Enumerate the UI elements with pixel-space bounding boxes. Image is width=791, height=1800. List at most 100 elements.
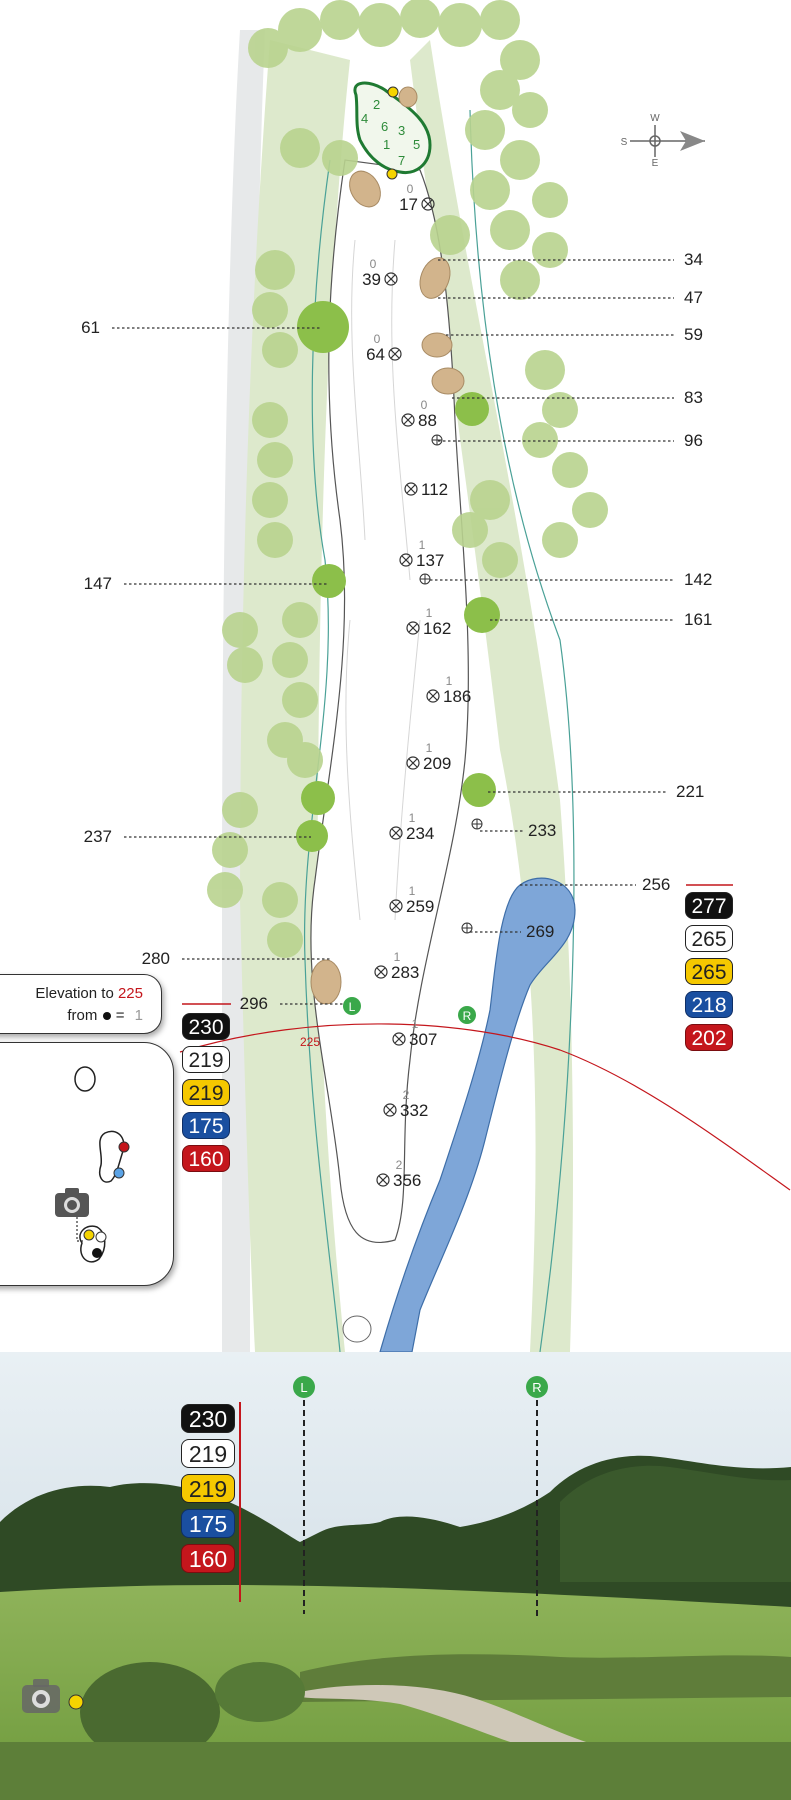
elevation-info-box: Elevation to 225 from = 1 — [0, 974, 162, 1034]
minimap-blue-tee — [113, 1167, 125, 1179]
green-number: 7 — [398, 153, 405, 168]
hole-map-canvas: 2 4 6 3 1 5 7 225 1703906408801121371162… — [81, 0, 791, 1352]
tree-cluster — [207, 0, 608, 958]
fairway-marker-distance: 64 — [366, 345, 385, 364]
fairway-marker-distance: 259 — [406, 897, 434, 916]
fairway-marker-distance: 39 — [362, 270, 381, 289]
tee-distance-white: 219 — [182, 1046, 230, 1073]
left-distance-callout: 147 — [84, 574, 328, 593]
crosshair-targets — [419, 434, 483, 934]
fairway-marker: 170 — [399, 182, 435, 214]
right-distance-label: 142 — [684, 570, 712, 589]
tee-distance-red: 202 — [685, 1024, 733, 1051]
elevation-line-1: Elevation to 225 — [35, 985, 143, 1002]
fairway-marker: 640 — [366, 332, 402, 364]
fairway-marker: 390 — [362, 257, 398, 289]
fairway-marker-elevation: 1 — [394, 950, 401, 964]
fairway-markers: 1703906408801121371162118612091234125912… — [362, 182, 471, 1190]
fairway-marker-elevation: 1 — [409, 811, 416, 825]
fairway — [310, 159, 469, 1244]
right-boundary-line — [469, 109, 575, 1352]
tee-distance-black: 230 — [181, 1404, 235, 1433]
right-distance-label: 221 — [676, 782, 704, 801]
left-distance-label: 280 — [142, 949, 170, 968]
minimap-fairway — [99, 1130, 125, 1183]
fairway-marker-elevation: 0 — [421, 398, 428, 412]
water-hazard — [379, 877, 576, 1352]
fairway-marker: 880 — [401, 398, 437, 430]
fairway-marker-distance: 162 — [423, 619, 451, 638]
right-distance-label: 83 — [684, 388, 703, 407]
tee-distance-red: 160 — [182, 1145, 230, 1172]
green-number: 6 — [381, 119, 388, 134]
right-distance-callout: 96 — [438, 431, 703, 450]
tee-distances-right: 277 265 265 218 202 — [685, 892, 733, 1051]
left-distance-label: 237 — [84, 827, 112, 846]
fairway-marker-distance: 356 — [393, 1171, 421, 1190]
tee-marker-left-label: L — [349, 1000, 356, 1014]
photo-camera-icon — [22, 1679, 60, 1713]
fairway-marker-elevation: 1 — [446, 674, 453, 688]
contour-lines — [345, 239, 421, 921]
fairway-marker-elevation: 2 — [396, 1158, 403, 1172]
black-dot-icon — [102, 1012, 111, 1021]
minimap-canvas — [55, 1066, 130, 1263]
minimap-green — [74, 1066, 96, 1092]
minimap-white-tee — [95, 1231, 107, 1243]
left-distance-callout: 237 — [84, 827, 311, 846]
fairway-marker-distance: 209 — [423, 754, 451, 773]
tee-distance-black: 277 — [685, 892, 733, 919]
right-distance-callout: 269 — [470, 922, 554, 941]
tee-distance-red: 160 — [181, 1544, 235, 1573]
right-distance-callout: 221 — [488, 782, 704, 801]
green-numbers: 2 4 6 3 1 5 7 — [361, 97, 420, 168]
right-distance-callout: 233 — [480, 821, 556, 840]
tee-distance-blue: 175 — [181, 1509, 235, 1538]
bunkers — [310, 86, 465, 1005]
green-number: 5 — [413, 137, 420, 152]
tee-distance-black: 230 — [182, 1013, 230, 1040]
photo-marker-left: L — [293, 1376, 315, 1398]
fairway-marker-elevation: 2 — [403, 1088, 410, 1102]
tee-view-photo: L R 230 219 219 175 160 — [0, 1352, 791, 1800]
tee-distance-blue: 218 — [685, 991, 733, 1018]
right-distance-label: 59 — [684, 325, 703, 344]
elevation-equals: = — [115, 1007, 125, 1024]
right-distance-label: 233 — [528, 821, 556, 840]
tee-distance-blue: 175 — [182, 1112, 230, 1139]
right-distance-callouts: 34 47 59 83 96 142 161 221 233 256 269 — [430, 250, 712, 941]
tee-distances-left: 230 219 219 175 160 — [182, 1013, 230, 1172]
fairway-marker-distance: 17 — [399, 195, 418, 214]
elevation-prefix: Elevation to — [35, 985, 114, 1002]
tee-marker-left: L — [343, 997, 361, 1015]
right-distance-callout: 256 — [520, 875, 670, 894]
elevation-value: 1 — [134, 1007, 143, 1024]
minimap-yellow-tee — [83, 1229, 95, 1241]
fairway-marker-elevation: 0 — [370, 257, 377, 271]
putting-green — [353, 81, 432, 175]
foreground-bush — [215, 1662, 305, 1722]
fairway-marker-elevation: 0 — [407, 182, 414, 196]
left-distance-callout: 280 — [142, 949, 330, 968]
compass-rose: W S E — [621, 113, 705, 169]
fairway-marker-elevation: 1 — [426, 741, 433, 755]
foreground-bush — [80, 1662, 220, 1762]
right-distance-callout: 34 — [438, 250, 703, 269]
left-distance-callout: 61 — [81, 318, 320, 337]
tee-marker-right-label: R — [463, 1009, 472, 1023]
compass-north: W — [650, 113, 660, 124]
right-distance-callout: 161 — [490, 610, 712, 629]
fairway-marker-distance: 283 — [391, 963, 419, 982]
right-distance-callout: 47 — [438, 288, 703, 307]
tee-marker-right: R — [458, 1006, 476, 1024]
